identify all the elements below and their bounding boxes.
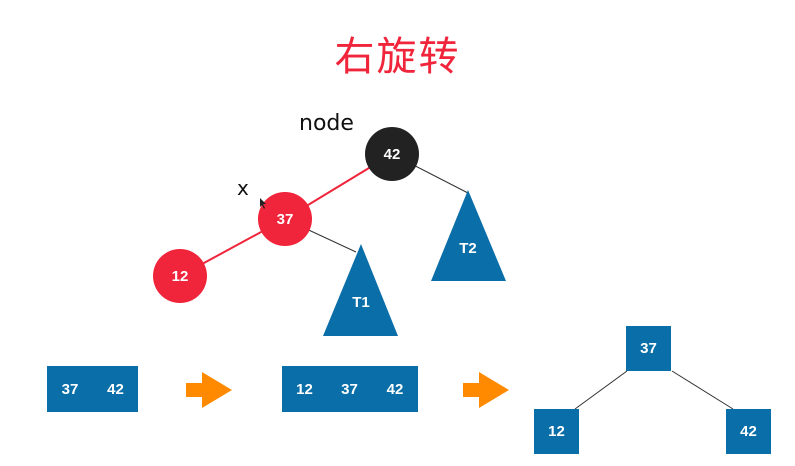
subtree-T2: [431, 190, 506, 281]
node-37-value: 37: [277, 211, 294, 228]
node-37: [258, 192, 312, 246]
arrow-right-icon: [186, 372, 232, 408]
subtree-T2-label: T2: [459, 240, 477, 257]
result-root-node: 37: [626, 326, 671, 371]
x-label: x: [237, 176, 249, 200]
node-42-value: 42: [384, 146, 401, 163]
subtree-T1-label: T1: [352, 294, 370, 311]
node-12-value: 12: [172, 268, 189, 285]
arrow-right-icon: [463, 372, 509, 408]
step2-cell: 42: [372, 366, 418, 412]
result-left-node: 12: [534, 409, 579, 454]
result-right-node: 42: [726, 409, 771, 454]
step1-cell: 42: [93, 366, 138, 412]
result-edge-right: [671, 370, 734, 410]
node-12: [153, 249, 207, 303]
result-edge-left: [574, 370, 628, 410]
step2-cell: 37: [327, 366, 372, 412]
node-label: node: [299, 111, 354, 136]
diagram-title: 右旋转: [334, 34, 461, 80]
subtree-T1: [323, 244, 398, 336]
node-42: [365, 127, 419, 181]
mouse-cursor-icon: [260, 198, 266, 209]
step2-cell: 12: [282, 366, 327, 412]
step1-cell: 37: [47, 366, 93, 412]
